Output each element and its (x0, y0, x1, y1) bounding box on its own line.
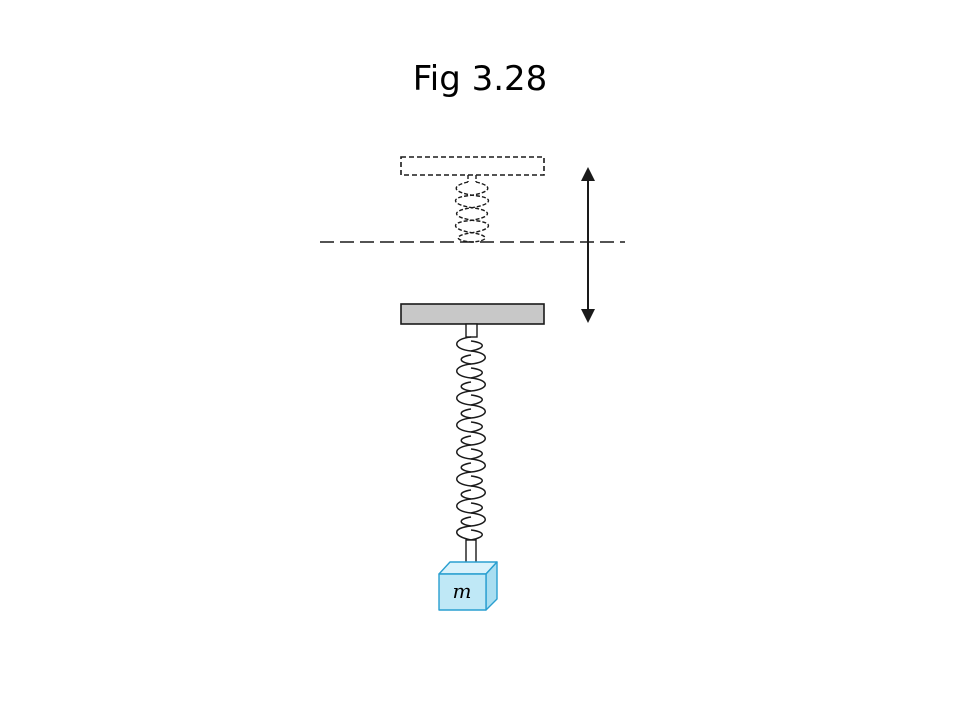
support-plate (400, 303, 545, 325)
compressed-spring-dashed (454, 175, 490, 243)
figure-title: Fig 3.28 (412, 59, 548, 99)
support-plate-upper-position (400, 156, 545, 176)
mass-block (438, 561, 498, 611)
mass-block-front-face (438, 573, 487, 611)
mass-label: m (453, 579, 472, 603)
upper-connector-rod (465, 323, 478, 338)
helical-spring (456, 336, 486, 541)
